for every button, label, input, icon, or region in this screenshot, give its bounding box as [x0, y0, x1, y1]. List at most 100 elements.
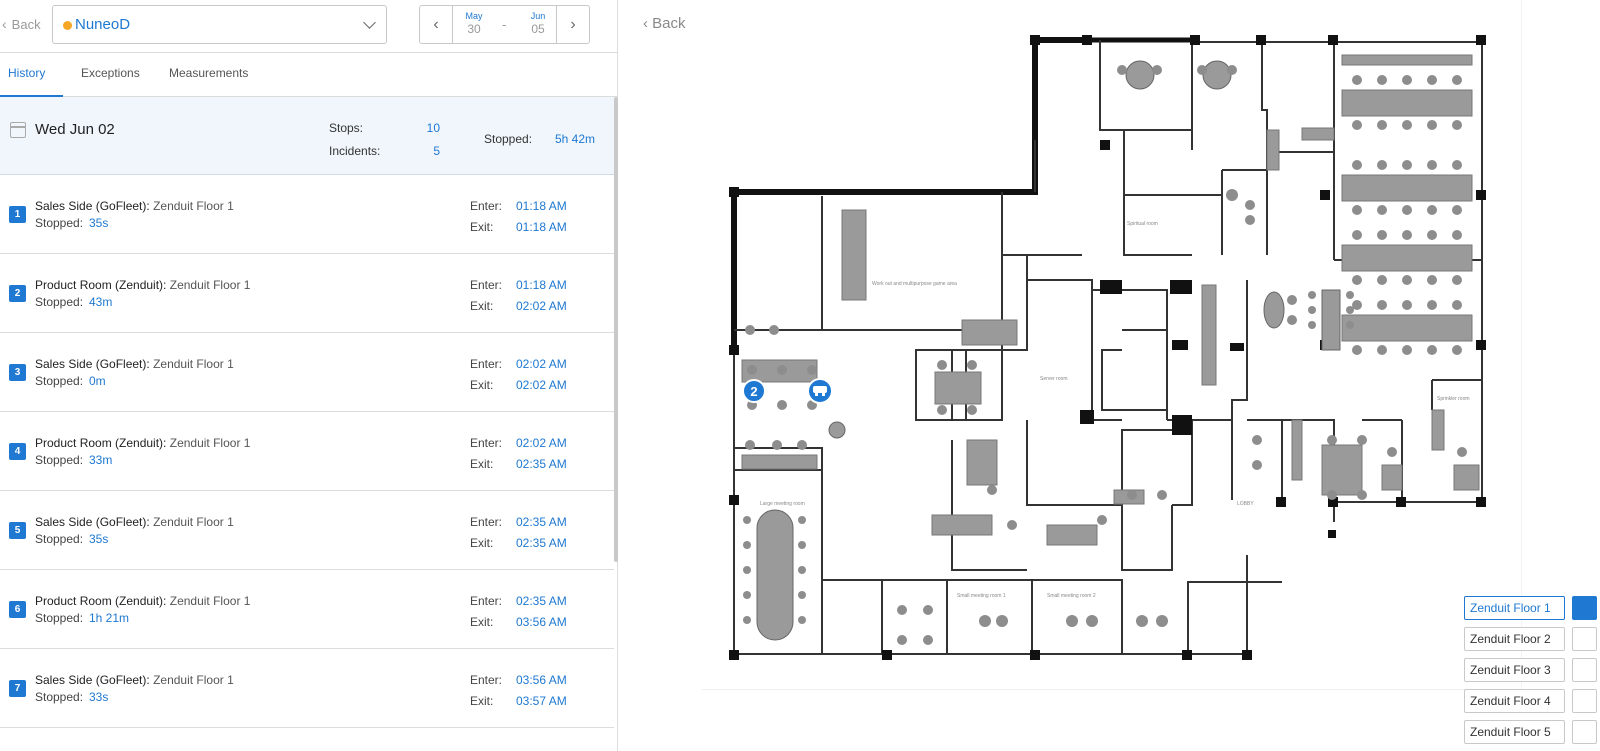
- stopped-duration: 35s: [89, 216, 109, 230]
- stop-row[interactable]: 3 Sales Side (GoFleet): Zenduit Floor 1 …: [0, 333, 614, 412]
- exit-label: Exit:: [470, 615, 494, 629]
- enter-time: 02:35 AM: [516, 594, 567, 608]
- room-small-meeting-2: Small meeting room 2: [1047, 593, 1096, 599]
- stop-number: 1: [9, 206, 26, 223]
- chevron-left-icon: ‹: [2, 16, 7, 32]
- floor-toggle-5[interactable]: [1572, 720, 1597, 744]
- stop-list: 1 Sales Side (GoFleet): Zenduit Floor 1 …: [0, 175, 614, 751]
- tab-measurements[interactable]: Measurements: [169, 66, 249, 80]
- floor-plan-map[interactable]: Spiritual room Work out and multipurpose…: [702, 0, 1522, 690]
- enter-label: Enter:: [470, 594, 503, 608]
- stop-number: 4: [9, 443, 26, 460]
- room-sprinkler: Sprinkler room: [1437, 396, 1470, 402]
- stopped-label: Stopped:: [35, 690, 84, 704]
- date-next-button[interactable]: ›: [556, 6, 589, 43]
- stop-marker[interactable]: 2: [742, 379, 766, 403]
- stop-row[interactable]: 4 Product Room (Zenduit): Zenduit Floor …: [0, 412, 614, 491]
- floor-option-3[interactable]: Zenduit Floor 3: [1464, 658, 1565, 682]
- exit-time: 02:02 AM: [516, 378, 567, 392]
- enter-label: Enter:: [470, 436, 503, 450]
- enter-time: 02:02 AM: [516, 357, 567, 371]
- date-to-month: Jun: [530, 11, 546, 21]
- calendar-icon: [10, 122, 26, 138]
- stopped-label: Stopped:: [35, 216, 84, 230]
- date-separator: -: [502, 17, 507, 32]
- stop-location: Sales Side (GoFleet): Zenduit Floor 1: [35, 515, 234, 529]
- tab-history[interactable]: History: [0, 53, 63, 97]
- stop-zone: Sales Side (GoFleet):: [35, 515, 150, 529]
- stop-number: 2: [9, 285, 26, 302]
- enter-label: Enter:: [470, 515, 503, 529]
- stop-location: Sales Side (GoFleet): Zenduit Floor 1: [35, 199, 234, 213]
- floor-option-2[interactable]: Zenduit Floor 2: [1464, 627, 1565, 651]
- stop-row[interactable]: 6 Product Room (Zenduit): Zenduit Floor …: [0, 570, 614, 649]
- exit-time: 03:56 AM: [516, 615, 567, 629]
- date-prev-button[interactable]: ‹: [420, 6, 453, 43]
- stopped-duration: 33s: [89, 690, 109, 704]
- stopped-duration: 33m: [89, 453, 113, 467]
- floor-option-4[interactable]: Zenduit Floor 4: [1464, 689, 1565, 713]
- floor-toggle-2[interactable]: [1572, 627, 1597, 651]
- list-scrollbar[interactable]: [614, 97, 618, 562]
- stopped-label: Stopped:: [484, 132, 533, 146]
- stop-row[interactable]: 2 Product Room (Zenduit): Zenduit Floor …: [0, 254, 614, 333]
- stopped-label: Stopped:: [35, 453, 84, 467]
- enter-label: Enter:: [470, 278, 503, 292]
- back-button[interactable]: ‹Back: [2, 16, 41, 32]
- stop-number: 7: [9, 680, 26, 697]
- stop-row[interactable]: 5 Sales Side (GoFleet): Zenduit Floor 1 …: [0, 491, 614, 570]
- stop-location: Product Room (Zenduit): Zenduit Floor 1: [35, 436, 250, 450]
- enter-label: Enter:: [470, 357, 503, 371]
- map-panel: ‹ Back: [619, 0, 1600, 751]
- floor-option-5[interactable]: Zenduit Floor 5: [1464, 720, 1565, 744]
- stop-floor: Zenduit Floor 1: [169, 594, 251, 608]
- stopped-label: Stopped:: [35, 295, 84, 309]
- stop-zone: Sales Side (GoFleet):: [35, 673, 150, 687]
- stop-location: Product Room (Zenduit): Zenduit Floor 1: [35, 594, 250, 608]
- stopped-label: Stopped:: [35, 611, 84, 625]
- stopped-duration: 43m: [89, 295, 113, 309]
- left-panel: ‹Back NuneoD ‹ May 30 - Jun 05 ›: [0, 0, 618, 751]
- floor-toggle-4[interactable]: [1572, 689, 1597, 713]
- incidents-value: 5: [433, 144, 440, 158]
- date-from-month: May: [465, 11, 483, 21]
- stop-row[interactable]: 1 Sales Side (GoFleet): Zenduit Floor 1 …: [0, 175, 614, 254]
- exit-time: 02:02 AM: [516, 299, 567, 313]
- stopped-label: Stopped:: [35, 532, 84, 546]
- stop-location: Sales Side (GoFleet): Zenduit Floor 1: [35, 357, 234, 371]
- enter-time: 03:56 AM: [516, 673, 567, 687]
- stops-value: 10: [426, 121, 440, 135]
- incidents-label: Incidents:: [329, 144, 381, 158]
- floor-toggle-1[interactable]: [1572, 596, 1597, 620]
- stopped-duration: 0m: [89, 374, 106, 388]
- date-range-picker: ‹ May 30 - Jun 05 ›: [419, 5, 590, 44]
- summary-date: Wed Jun 02: [35, 121, 115, 138]
- stop-number: 5: [9, 522, 26, 539]
- vehicle-marker-icon[interactable]: [807, 378, 833, 404]
- stop-floor: Zenduit Floor 1: [153, 673, 234, 687]
- stop-number: 3: [9, 364, 26, 381]
- floor-option-1[interactable]: Zenduit Floor 1: [1464, 596, 1565, 620]
- floor-toggle-3[interactable]: [1572, 658, 1597, 682]
- day-summary[interactable]: Wed Jun 02 Stops: 10 Incidents: 5 Stoppe…: [0, 97, 614, 175]
- exit-time: 02:35 AM: [516, 536, 567, 550]
- enter-label: Enter:: [470, 673, 503, 687]
- room-server: Server room: [1040, 376, 1068, 382]
- date-to[interactable]: Jun 05: [518, 11, 558, 36]
- tab-exceptions[interactable]: Exceptions: [81, 66, 140, 80]
- map-back-button[interactable]: ‹ Back: [643, 15, 686, 32]
- stop-number: 6: [9, 601, 26, 618]
- floor-plan: Spiritual room Work out and multipurpose…: [729, 35, 1486, 660]
- stop-row[interactable]: 7 Sales Side (GoFleet): Zenduit Floor 1 …: [0, 649, 614, 728]
- exit-label: Exit:: [470, 536, 494, 550]
- device-select[interactable]: NuneoD: [52, 5, 387, 44]
- stops-label: Stops:: [329, 121, 364, 135]
- room-lobby: LOBBY: [1237, 501, 1254, 507]
- exit-label: Exit:: [470, 378, 494, 392]
- device-name: NuneoD: [75, 16, 131, 33]
- exit-label: Exit:: [470, 299, 494, 313]
- date-from[interactable]: May 30: [454, 11, 494, 36]
- enter-time: 02:02 AM: [516, 436, 567, 450]
- exit-time: 01:18 AM: [516, 220, 567, 234]
